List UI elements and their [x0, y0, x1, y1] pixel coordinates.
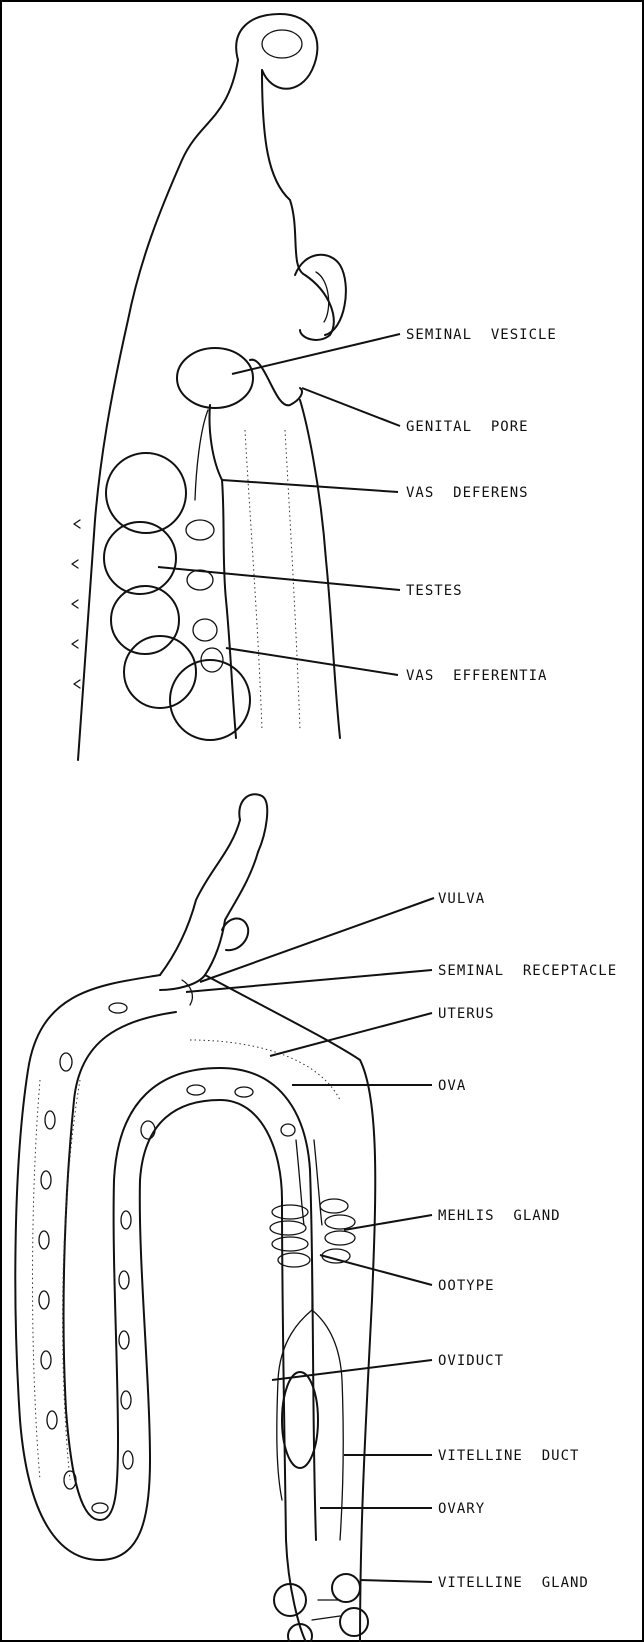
seminal-vesicle-shape — [177, 348, 253, 408]
label-vas-efferentia: VAS EFFERENTIA — [406, 668, 547, 684]
label-vitelline-duct: VITELLINE DUCT — [438, 1448, 579, 1464]
label-ovary: OVARY — [438, 1501, 485, 1517]
ovary-shape — [282, 1372, 318, 1468]
label-ova: OVA — [438, 1078, 466, 1094]
female-leaders — [186, 898, 434, 1582]
label-seminal-vesicle: SEMINAL VESICLE — [406, 327, 557, 343]
testis-4 — [124, 636, 196, 708]
label-uterus: UTERUS — [438, 1006, 495, 1022]
label-vas-deferens: VAS DEFERENS — [406, 485, 529, 501]
female-labels: VULVA SEMINAL RECEPTACLE UTERUS OVA MEHL… — [438, 891, 617, 1591]
female-worm-drawing — [15, 794, 375, 1642]
testis-3 — [111, 586, 179, 654]
female-ventral-sucker — [222, 918, 248, 950]
female-oral-sucker — [239, 794, 267, 852]
vitelline-gland-2 — [332, 1574, 360, 1602]
label-mehlis-gland: MEHLIS GLAND — [438, 1208, 561, 1224]
label-oviduct: OVIDUCT — [438, 1353, 504, 1369]
female-body-outer — [15, 975, 306, 1642]
vitelline-gland-3 — [340, 1608, 368, 1636]
oral-sucker — [236, 14, 317, 89]
label-testes: TESTES — [406, 583, 463, 599]
male-worm-drawing — [72, 14, 346, 760]
male-body-outline — [78, 60, 238, 760]
female-body-inner — [205, 975, 375, 1642]
vitelline-gland-1 — [274, 1584, 306, 1616]
male-labels: SEMINAL VESICLE GENITAL PORE VAS DEFEREN… — [406, 327, 557, 684]
label-vitelline-gland: VITELLINE GLAND — [438, 1575, 589, 1591]
ventral-sucker — [295, 255, 346, 335]
label-seminal-receptacle: SEMINAL RECEPTACLE — [438, 963, 617, 979]
label-ootype: OOTYPE — [438, 1278, 495, 1294]
label-genital-pore: GENITAL PORE — [406, 419, 529, 435]
label-vulva: VULVA — [438, 891, 485, 907]
testis-1 — [106, 453, 186, 533]
